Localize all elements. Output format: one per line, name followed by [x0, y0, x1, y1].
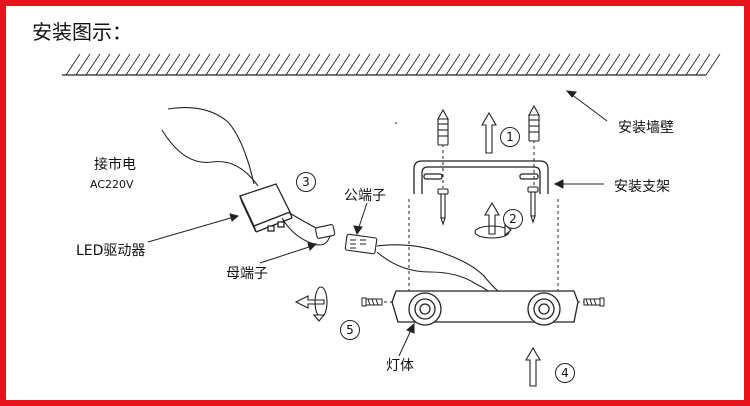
voltage-label: AC220V [90, 178, 134, 191]
bracket-screws [437, 186, 539, 226]
led-driver [239, 183, 293, 233]
bracket-label: 安装支架 [614, 179, 670, 195]
wall-label: 安装墙壁 [618, 120, 674, 136]
step-4-marker: 4 [555, 363, 575, 383]
connectors [314, 224, 378, 255]
step-5-marker: 5 [340, 320, 360, 340]
step-3-marker: 3 [296, 172, 316, 192]
diagram-title: 安装图示： [32, 20, 132, 44]
direction-arrows [294, 111, 541, 387]
wall-surface [62, 53, 721, 76]
installation-drawing [62, 53, 721, 387]
step-1-marker: 1 [500, 127, 520, 147]
female-terminal-label: 母端子 [226, 266, 268, 282]
lamp-body-label: 灯体 [386, 358, 414, 374]
mounting-bracket [413, 160, 549, 194]
male-terminal-label: 公端子 [344, 188, 386, 204]
assembly-guides [366, 122, 596, 303]
wall-anchors [437, 104, 540, 146]
mains-label: 接市电 [94, 157, 136, 173]
leader-lines [147, 90, 608, 357]
step-2-marker: 2 [503, 209, 523, 229]
side-screws [361, 297, 605, 307]
driver-label: LED驱动器 [76, 243, 146, 259]
lamp-body [391, 290, 579, 326]
wiring [161, 107, 499, 292]
